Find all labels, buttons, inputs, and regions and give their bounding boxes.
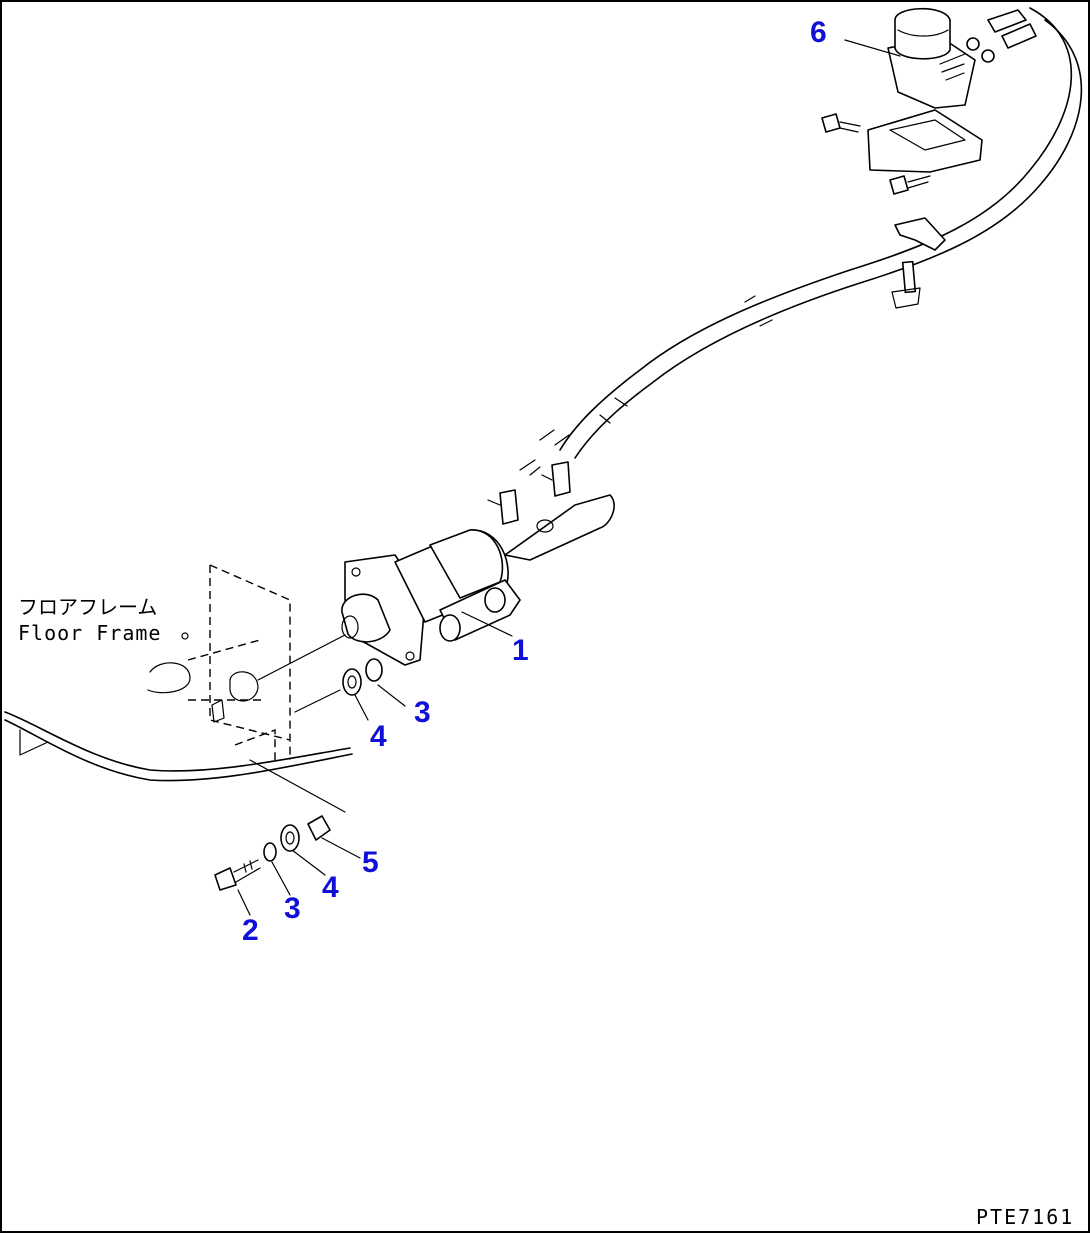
brake-hose xyxy=(559,7,1083,459)
reservoir-tank xyxy=(887,8,1037,109)
leader-lines xyxy=(237,39,901,916)
drawing-code: PTE7161 xyxy=(976,1205,1074,1229)
floor-frame-label-en: Floor Frame xyxy=(18,621,161,645)
callout-3-lower: 3 xyxy=(284,892,301,925)
floor-frame-outline xyxy=(147,564,291,760)
callout-5: 5 xyxy=(362,846,379,879)
reservoir-bracket xyxy=(821,109,983,195)
callout-4-lower: 4 xyxy=(322,871,339,904)
callout-2: 2 xyxy=(242,914,259,947)
floor-frame-label-jp: フロアフレーム xyxy=(18,595,157,619)
callout-6: 6 xyxy=(810,16,827,49)
brake-master-cylinder xyxy=(341,429,615,666)
callout-4-upper: 4 xyxy=(370,720,387,753)
callout-1: 1 xyxy=(512,634,529,667)
lower-fasteners xyxy=(214,815,331,891)
callout-3-upper: 3 xyxy=(414,696,431,729)
floor-plate xyxy=(4,711,353,782)
hose-clamp xyxy=(891,217,946,309)
upper-washer-bushing xyxy=(342,658,383,696)
